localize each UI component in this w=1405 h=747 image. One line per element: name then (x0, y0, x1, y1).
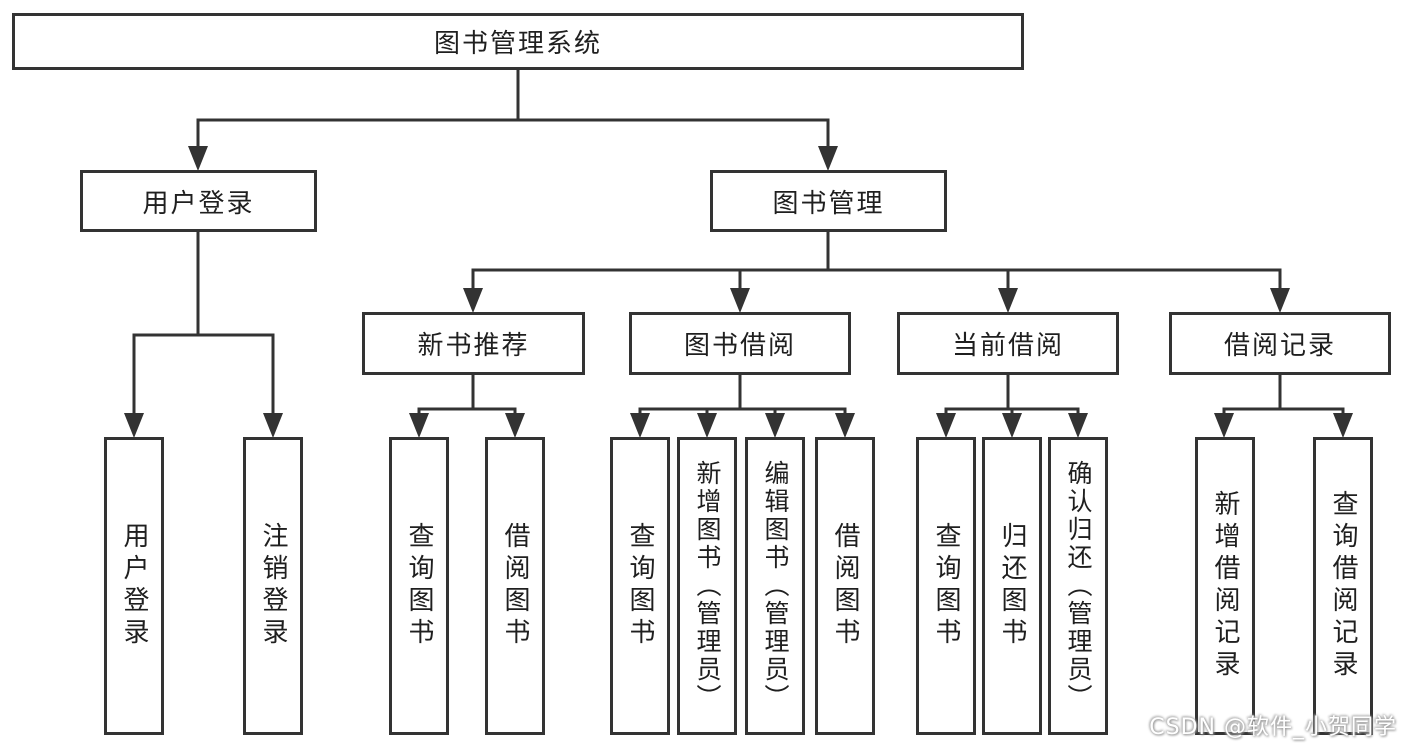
node-current-borrowing: 当前借阅 (897, 312, 1119, 375)
node-book-management: 图书管理 (710, 170, 947, 232)
csdn-watermark: CSDN @软件_小贺同学 (1149, 715, 1397, 740)
connector-user-login (132, 230, 275, 419)
node-query-books-recommend: 查询图书 (389, 437, 449, 735)
node-user-login-leaf: 用户登录 (104, 437, 164, 735)
node-borrow-books-leaf: 借阅图书 (815, 437, 875, 735)
arrowheads (124, 146, 1353, 438)
node-borrowing-records: 借阅记录 (1169, 312, 1391, 375)
connector-root (196, 67, 830, 152)
node-query-books-borrowing: 查询图书 (610, 437, 670, 735)
node-borrow-books-recommend: 借阅图书 (485, 437, 545, 735)
connector-current-borrowing (944, 373, 1080, 419)
node-book-borrowing: 图书借阅 (629, 312, 851, 375)
node-query-books-current: 查询图书 (916, 437, 976, 735)
node-user-login: 用户登录 (80, 170, 317, 232)
connector-book-management (471, 230, 1282, 294)
node-logout: 注销登录 (243, 437, 303, 735)
node-return-books: 归还图书 (982, 437, 1042, 735)
node-library-management-system: 图书管理系统 (12, 13, 1024, 70)
node-edit-books-admin: 编辑图书（管理员） (745, 437, 805, 735)
node-query-borrow-record: 查询借阅记录 (1313, 437, 1373, 735)
node-add-books-admin: 新增图书（管理员） (677, 437, 737, 735)
connector-borrowing-records (1222, 373, 1345, 419)
node-new-book-recommend: 新书推荐 (362, 312, 585, 375)
connector-book-borrowing (638, 373, 847, 419)
node-confirm-return-admin: 确认归还（管理员） (1048, 437, 1108, 735)
node-add-borrow-record: 新增借阅记录 (1195, 437, 1255, 735)
connector-new-book-recommend (417, 373, 517, 419)
